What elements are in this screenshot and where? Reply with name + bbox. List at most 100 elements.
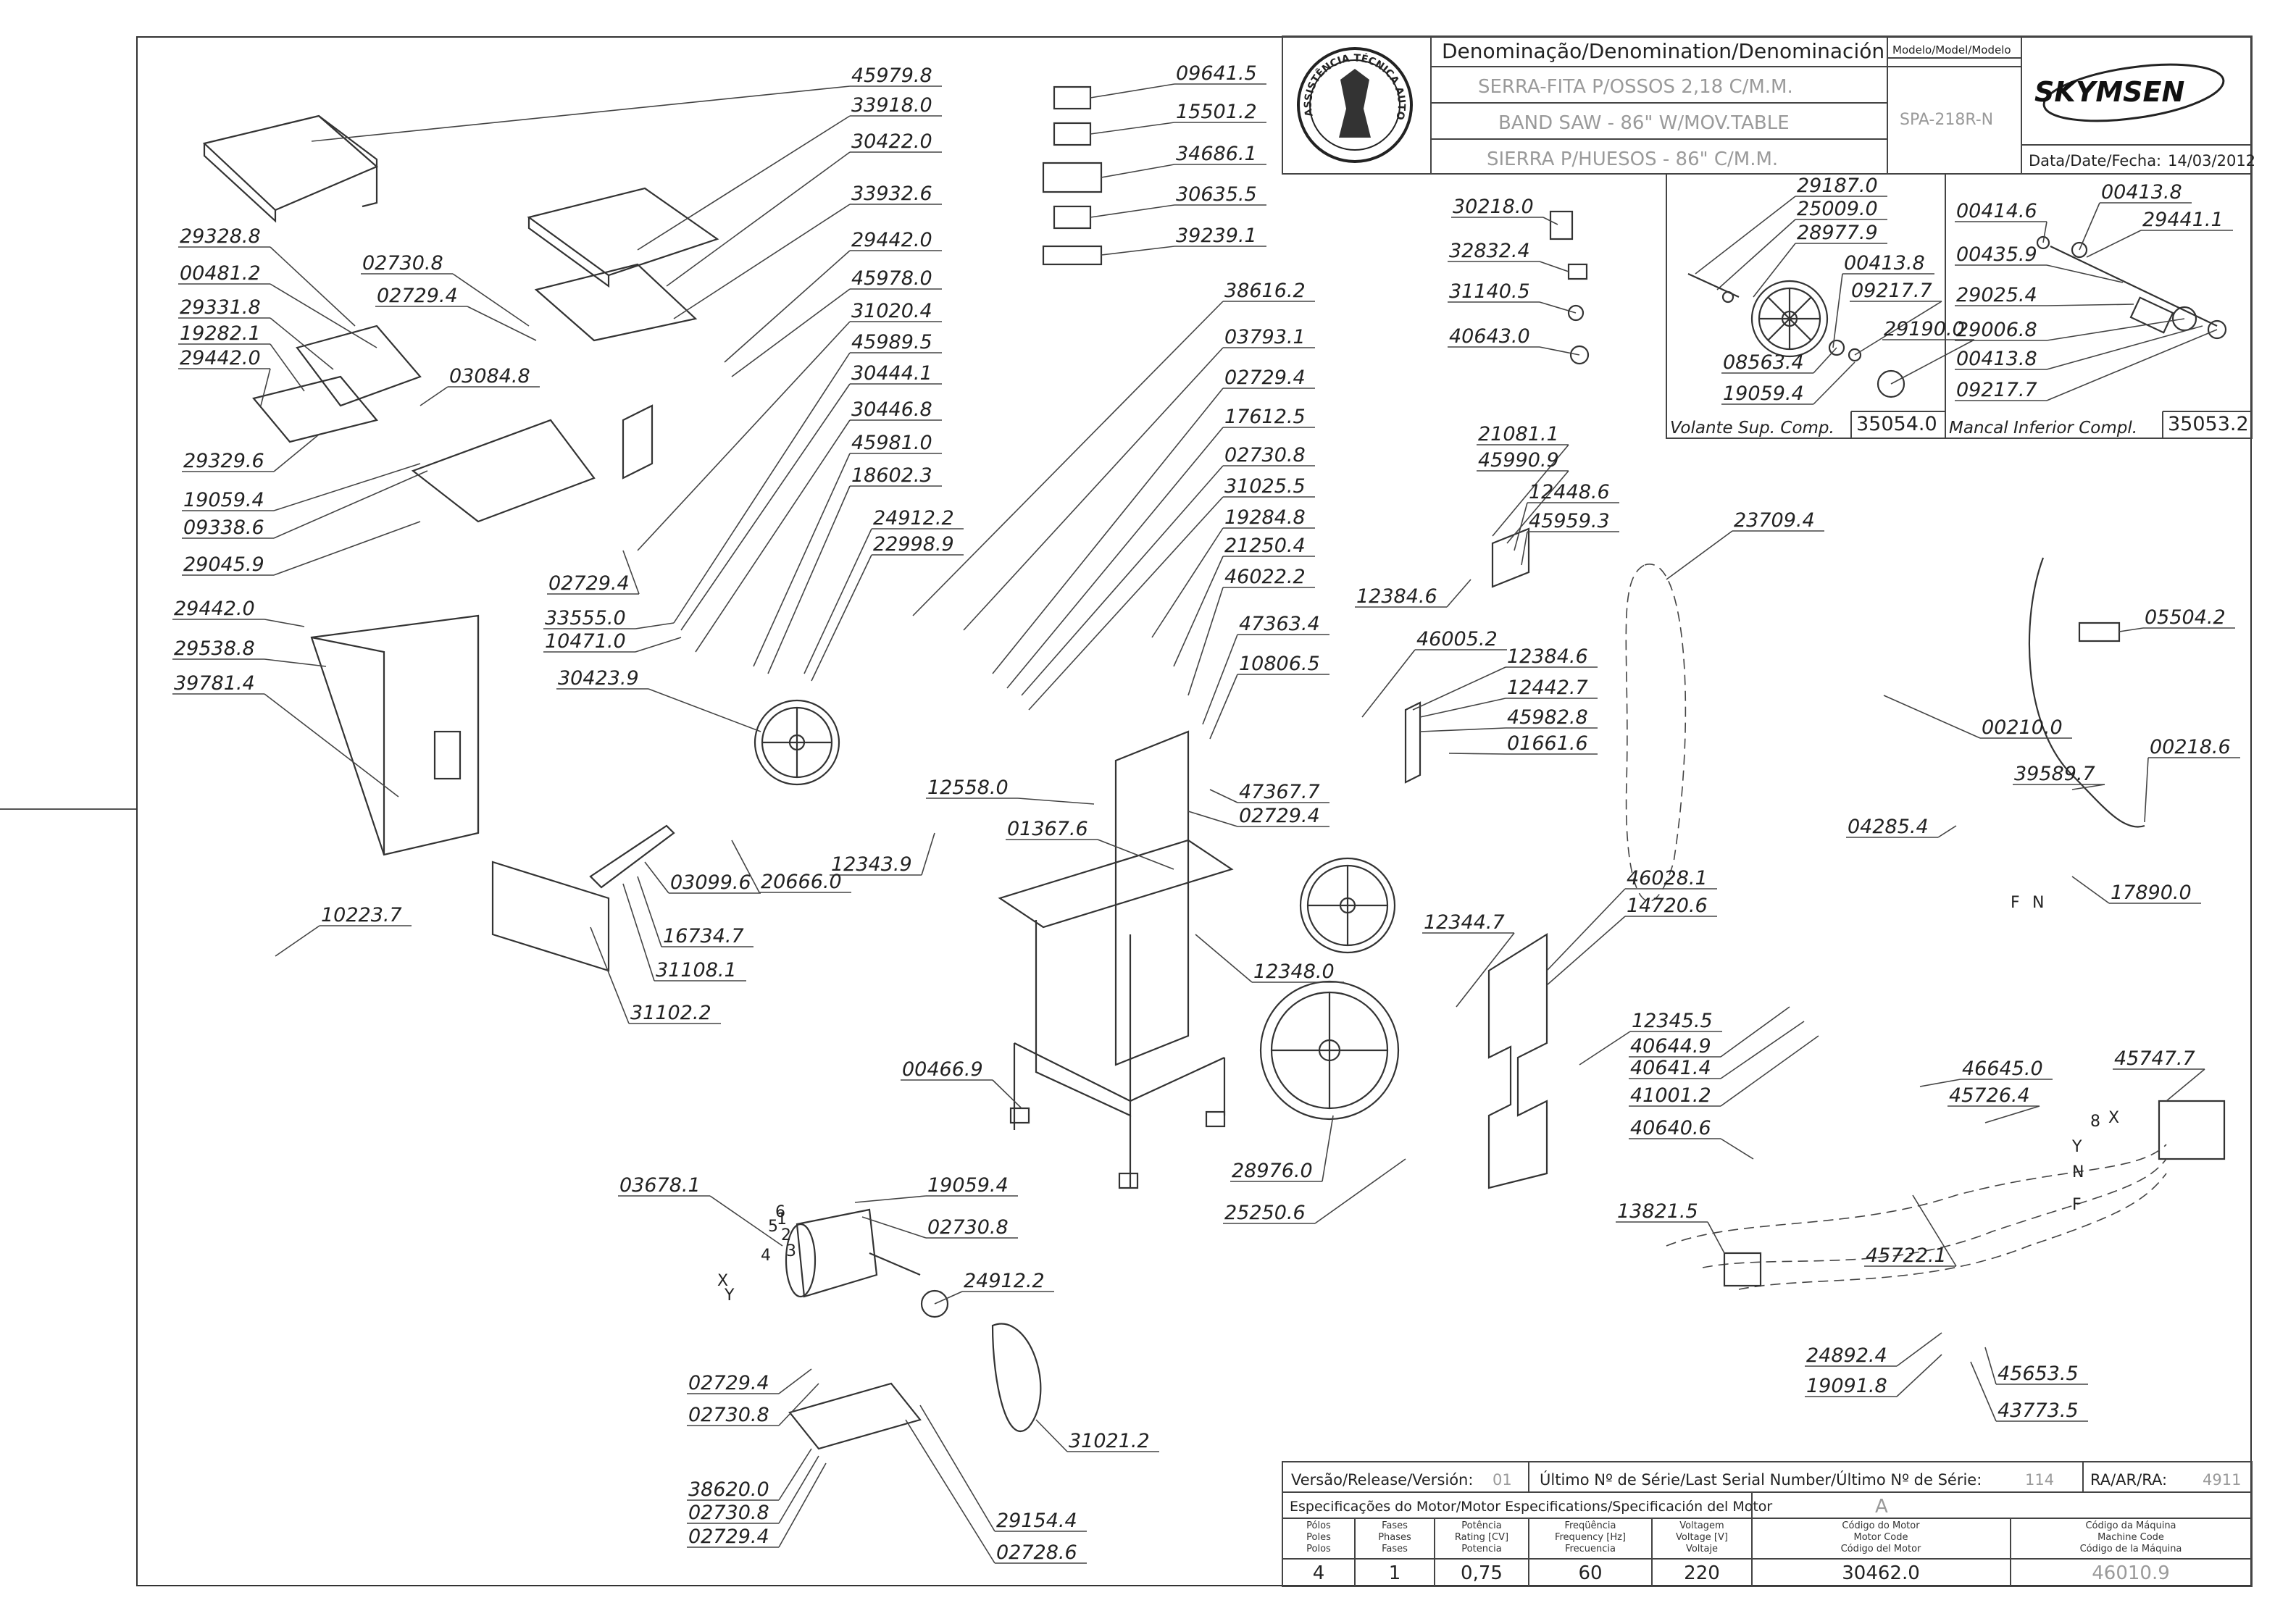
- part-callout: 25009.0: [1797, 198, 1878, 220]
- part-callout: 02730.8: [927, 1216, 1009, 1239]
- spec-header-0-2: Polos: [1306, 1544, 1331, 1554]
- part-callout: 01661.6: [1507, 732, 1588, 755]
- inset-label-upper: Volante Sup. Comp.: [1670, 419, 1834, 438]
- part-callout: 13821.5: [1617, 1200, 1698, 1223]
- part-callout: 03084.8: [449, 365, 530, 388]
- fold-mark: [0, 808, 136, 810]
- part-callout: 29442.0: [180, 347, 261, 369]
- part-callout: 45726.4: [1949, 1084, 2030, 1107]
- machine-name-en: BAND SAW - 86" W/MOV.TABLE: [1498, 112, 1790, 134]
- spec-value-1: 1: [1389, 1562, 1401, 1584]
- part-number-callouts: 45979.833918.030422.033932.629442.045978…: [174, 62, 2231, 1564]
- part-callout: 29187.0: [1797, 175, 1878, 197]
- spec-header-5-2: Código del Motor: [1841, 1544, 1921, 1554]
- part-callout: 33555.0: [545, 607, 626, 629]
- spec-header-1-0: Fases: [1382, 1520, 1408, 1531]
- spec-header-3-1: Frequency [Hz]: [1555, 1532, 1626, 1543]
- part-callout: 03678.1: [619, 1174, 701, 1197]
- motor-spec-label: Especificações do Motor/Motor Especifica…: [1290, 1499, 1772, 1515]
- part-callout: 00413.8: [2101, 181, 2182, 204]
- part-callout: 45981.0: [851, 432, 932, 454]
- part-callout: 12448.6: [1529, 481, 1610, 503]
- part-callout: 29025.4: [1956, 284, 2037, 306]
- part-callout: 12345.5: [1632, 1010, 1713, 1032]
- part-callout: 02729.4: [1239, 805, 1320, 827]
- wire-label: 5: [768, 1218, 778, 1236]
- part-callout: 09217.7: [1851, 280, 1932, 302]
- part-callout: 02730.8: [688, 1404, 769, 1426]
- part-callout: 18602.3: [851, 464, 932, 487]
- part-callout: 45959.3: [1529, 510, 1610, 532]
- part-callout: 40643.0: [1449, 325, 1530, 348]
- spec-header-2-1: Rating [CV]: [1455, 1532, 1508, 1543]
- parts-geometry: [202, 85, 2226, 1450]
- part-callout: 31140.5: [1449, 280, 1530, 303]
- drawing-frame: [136, 36, 2252, 1586]
- part-callout: 02730.8: [688, 1502, 769, 1524]
- part-callout: 45978.0: [851, 267, 932, 290]
- part-callout: 00413.8: [1844, 252, 1925, 275]
- part-callout: 09641.5: [1176, 62, 1257, 85]
- part-callout: 38616.2: [1224, 280, 1306, 302]
- spec-header-4-1: Voltage [V]: [1676, 1532, 1728, 1543]
- part-callout: 12384.6: [1507, 645, 1588, 668]
- machine-name-pt: SERRA-FITA P/OSSOS 2,18 C/M.M.: [1478, 76, 1793, 98]
- part-callout: 02729.4: [548, 572, 630, 595]
- spec-header-3-2: Frecuencia: [1565, 1544, 1616, 1554]
- part-callout: 10223.7: [321, 904, 402, 926]
- part-callout: 29006.8: [1956, 319, 2037, 341]
- spec-header-1-1: Phases: [1378, 1532, 1411, 1543]
- part-callout: 33918.0: [851, 94, 932, 117]
- spec-header-0-0: Pólos: [1306, 1520, 1331, 1531]
- part-callout: 00466.9: [902, 1058, 983, 1081]
- part-callout: 14720.6: [1627, 895, 1708, 917]
- part-callout: 00435.9: [1956, 243, 2037, 266]
- part-callout: 10471.0: [545, 630, 626, 653]
- leader-lines: [172, 83, 2240, 1564]
- part-callout: 12442.7: [1507, 677, 1588, 699]
- part-callout: 12348.0: [1253, 960, 1335, 983]
- spec-header-3-0: Freqüência: [1564, 1520, 1616, 1531]
- part-callout: 24912.2: [964, 1270, 1045, 1292]
- part-callout: 21250.4: [1224, 535, 1306, 557]
- part-callout: 29154.4: [996, 1510, 1077, 1532]
- part-callout: 45722.1: [1866, 1244, 1947, 1267]
- part-callout: 08563.4: [1723, 351, 1804, 374]
- spec-header-5-1: Motor Code: [1854, 1532, 1908, 1543]
- spec-header-6-0: Código da Máquina: [2085, 1520, 2176, 1531]
- part-callout: 02729.4: [377, 285, 458, 307]
- part-callout: 45653.5: [1997, 1363, 2079, 1385]
- part-callout: 34686.1: [1176, 143, 1257, 165]
- wire-label: F: [2011, 894, 2020, 912]
- part-callout: 46022.2: [1224, 566, 1306, 588]
- part-callout: 47363.4: [1239, 613, 1320, 635]
- part-callout: 24892.4: [1806, 1344, 1887, 1367]
- release-label: Versão/Release/Versión:: [1291, 1471, 1473, 1489]
- wheel-lower: [1299, 857, 1396, 954]
- part-callout: 29538.8: [174, 637, 255, 660]
- wheel-upper-left: [753, 699, 840, 786]
- serial-value: 114: [2025, 1471, 2054, 1489]
- part-callout: 22998.9: [873, 533, 954, 556]
- inset-upper-wheel: Volante Sup. Comp. 35054.0: [1666, 173, 1946, 439]
- part-callout: 43773.5: [1997, 1399, 2079, 1422]
- brand-logo: SKYMSEN: [2034, 63, 2225, 122]
- wire-label: F: [2072, 1196, 2082, 1214]
- part-callout: 17890.0: [2111, 882, 2192, 904]
- serial-label: Último Nº de Série/Last Serial Number/Úl…: [1540, 1470, 1982, 1489]
- part-callout: 45979.8: [851, 64, 932, 87]
- part-callout: 02729.4: [688, 1525, 769, 1548]
- spec-value-6: 46010.9: [2092, 1562, 2170, 1584]
- part-callout: 29442.0: [174, 598, 255, 620]
- part-callout: 19059.4: [927, 1174, 1009, 1197]
- part-callout: 40644.9: [1630, 1035, 1711, 1058]
- part-callout: 29441.1: [2142, 209, 2224, 231]
- wire-label: 2: [781, 1226, 791, 1244]
- part-callout: 46028.1: [1627, 867, 1708, 890]
- part-callout: 30444.1: [851, 362, 932, 385]
- part-callout: 01367.6: [1007, 818, 1088, 840]
- part-callout: 47367.7: [1239, 781, 1320, 803]
- date-label: Data/Date/Fecha:: [2029, 152, 2161, 169]
- part-callout: 31102.2: [630, 1002, 711, 1024]
